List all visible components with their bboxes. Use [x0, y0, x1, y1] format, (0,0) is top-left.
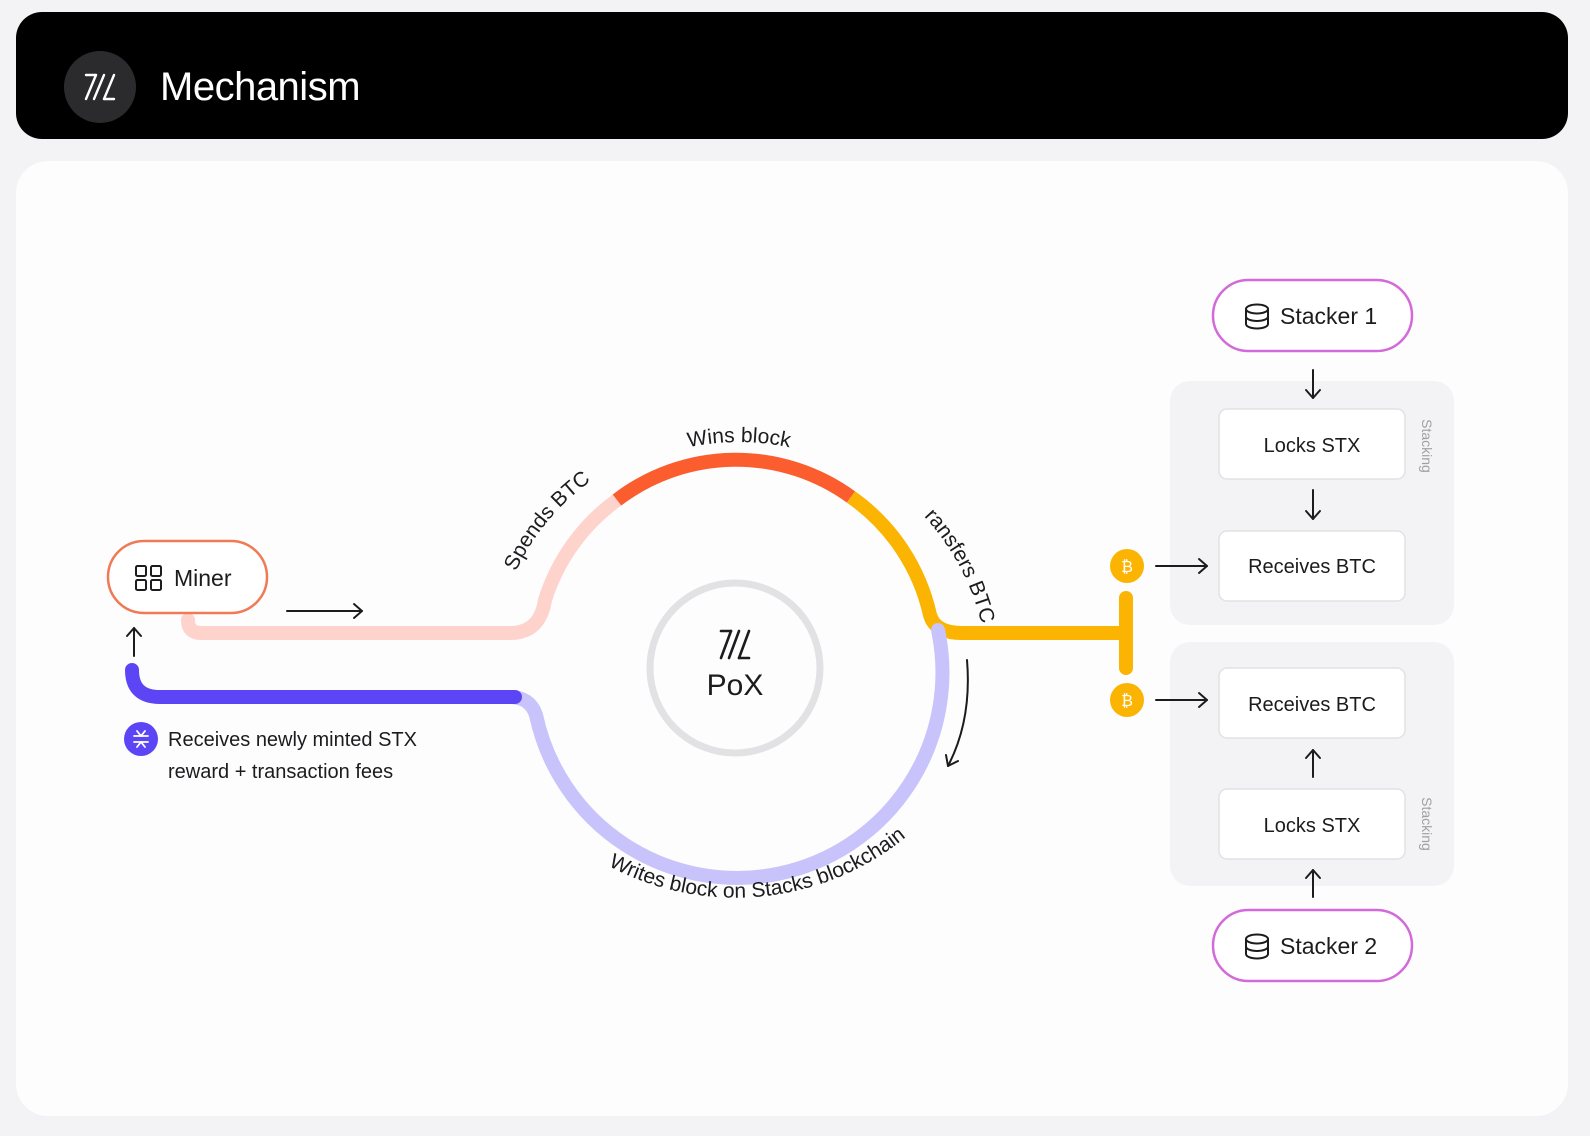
locks-stx-box-1: Locks STX: [1218, 408, 1406, 480]
wins-block-text: Wins block: [686, 424, 794, 452]
database-icon: [1245, 303, 1269, 330]
btc-coin-icon: ₿: [1110, 549, 1144, 583]
spends-line: [181, 493, 624, 640]
grid-icon: [135, 565, 162, 591]
locks-stx-label-2: Locks STX: [1264, 815, 1361, 837]
spends-btc-text: Spends BTC: [500, 467, 594, 574]
arrow-down-icon: [1305, 489, 1321, 520]
receives-btc-label-1: Receives BTC: [1248, 556, 1376, 578]
stacker-1-label: Stacker 1: [1280, 303, 1377, 329]
arrow-right-icon: [1155, 558, 1208, 574]
pox-circle: [646, 579, 824, 757]
arrow-up-icon: [126, 627, 142, 657]
arrow-right-icon: [1155, 692, 1208, 708]
stacker-2-label: Stacker 2: [1280, 933, 1377, 959]
transfers-btc-text: Transfers BTC: [0, 0, 999, 626]
stacker-1-node[interactable]: Stacker 1: [1211, 278, 1414, 353]
header-bar: Mechanism: [16, 12, 1568, 139]
curved-arrow-down-icon: [945, 659, 969, 767]
page-title: Mechanism: [160, 65, 361, 109]
svg-text:₿: ₿: [1121, 557, 1133, 576]
receives-btc-box-2: Receives BTC: [1218, 667, 1406, 739]
transfers-btc-label: Transfers BTC: [0, 0, 999, 626]
stacks-logo: [64, 51, 136, 123]
miner-label: Miner: [174, 565, 232, 591]
receives-btc-box-1: Receives BTC: [1218, 530, 1406, 602]
arrow-up-icon: [1305, 749, 1321, 778]
stacking-label-2: Stacking: [1419, 797, 1435, 851]
svg-text:₿: ₿: [1121, 691, 1133, 710]
stx-coin-icon: [124, 722, 158, 756]
locks-stx-box-2: Locks STX: [1218, 788, 1406, 860]
arrow-down-icon: [1305, 369, 1321, 399]
transfers-arc: [846, 491, 1126, 640]
wins-arc: [612, 452, 856, 506]
wins-block-label: Wins block: [686, 424, 794, 452]
arrow-right-icon: [286, 603, 363, 619]
reward-text-line1: Receives newly minted STX: [168, 729, 417, 751]
stacks-logo-icon: [84, 73, 116, 101]
pox-label: PoX: [707, 669, 764, 702]
writes-arc: [503, 623, 950, 885]
reward-text-line2: reward + transaction fees: [168, 761, 393, 783]
arrow-up-icon: [1305, 869, 1321, 898]
pox-stacks-logo-icon: [719, 629, 751, 660]
stacker-2-node[interactable]: Stacker 2: [1211, 908, 1414, 983]
spends-btc-label: Spends BTC: [500, 467, 594, 574]
receives-btc-label-2: Receives BTC: [1248, 694, 1376, 716]
reward-line: [125, 663, 522, 704]
locks-stx-label-1: Locks STX: [1264, 435, 1361, 457]
miner-node[interactable]: Miner: [106, 539, 269, 615]
database-icon: [1245, 933, 1269, 960]
stacking-label-1: Stacking: [1419, 419, 1435, 473]
btc-coin-icon: ₿: [1110, 683, 1144, 717]
